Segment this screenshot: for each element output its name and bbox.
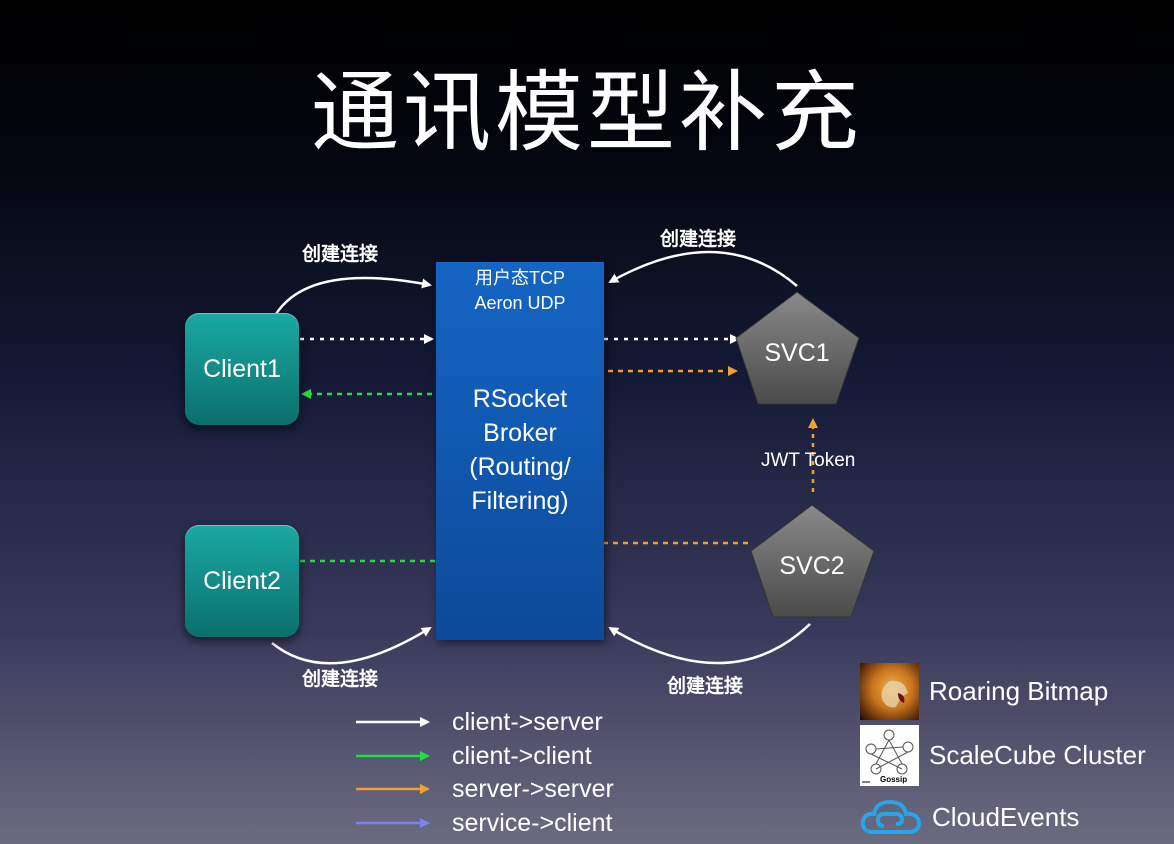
- connect-label-svc1: 创建连接: [660, 229, 737, 250]
- page-title: 通讯模型补充: [310, 61, 863, 164]
- connect-label-client1: 创建连接: [302, 244, 379, 265]
- protocol-tcp: 用户态TCP: [475, 268, 565, 288]
- svc1-label: SVC1: [764, 339, 830, 367]
- broker-protocols: 用户态TCP Aeron UDP: [436, 266, 604, 316]
- svc2-label: SVC2: [779, 552, 845, 580]
- legend-label: client->server: [452, 707, 603, 736]
- broker-name-line: RSocket: [472, 385, 568, 413]
- broker-name-line: (Routing/: [469, 453, 571, 481]
- client1-node: Client1: [185, 313, 299, 425]
- connect-arc-svc2: [608, 623, 811, 665]
- connect-arc-svc1: [608, 250, 798, 287]
- cloud-icon: [860, 796, 922, 838]
- connect-arc-client1: [274, 276, 432, 315]
- svc1-node: [735, 291, 860, 405]
- library-label: Roaring Bitmap: [929, 676, 1109, 706]
- library-scalecube-cluster: Gossip ScaleCube Cluster: [860, 725, 1146, 786]
- legend-item-client-server: client->server: [352, 707, 603, 737]
- gossip-diagram-icon: Gossip: [860, 725, 919, 786]
- lion-logo-icon: [860, 663, 919, 720]
- protocol-udp: Aeron UDP: [474, 293, 566, 313]
- svc2-node: [750, 504, 875, 618]
- gossip-caption: Gossip: [880, 775, 908, 784]
- broker-name: RSocket Broker (Routing/ Filtering): [436, 382, 604, 518]
- client1-label: Client1: [203, 354, 281, 383]
- library-cloudevents: CloudEvents: [860, 796, 1079, 838]
- legend-item-service-client: service->client: [352, 808, 612, 838]
- legend-item-client-client: client->client: [352, 741, 592, 771]
- legend-item-server-server: server->server: [352, 774, 614, 804]
- broker-name-line: Broker: [483, 419, 557, 447]
- connect-arc-client2: [271, 626, 432, 665]
- legend-label: client->client: [452, 741, 592, 770]
- connect-label-client2: 创建连接: [302, 669, 379, 690]
- connect-label-svc2: 创建连接: [667, 676, 744, 697]
- client2-node: Client2: [185, 525, 299, 637]
- legend-label: server->server: [452, 774, 614, 803]
- library-label: ScaleCube Cluster: [929, 740, 1146, 770]
- legend-label: service->client: [452, 808, 613, 837]
- broker-name-line: Filtering): [471, 487, 569, 515]
- library-label: CloudEvents: [932, 801, 1080, 832]
- jwt-token-label: JWT Token: [761, 450, 856, 471]
- client2-label: Client2: [203, 566, 281, 595]
- library-roaring-bitmap: Roaring Bitmap: [860, 663, 1108, 720]
- rsocket-broker: 用户态TCP Aeron UDP RSocket Broker (Routing…: [436, 262, 604, 640]
